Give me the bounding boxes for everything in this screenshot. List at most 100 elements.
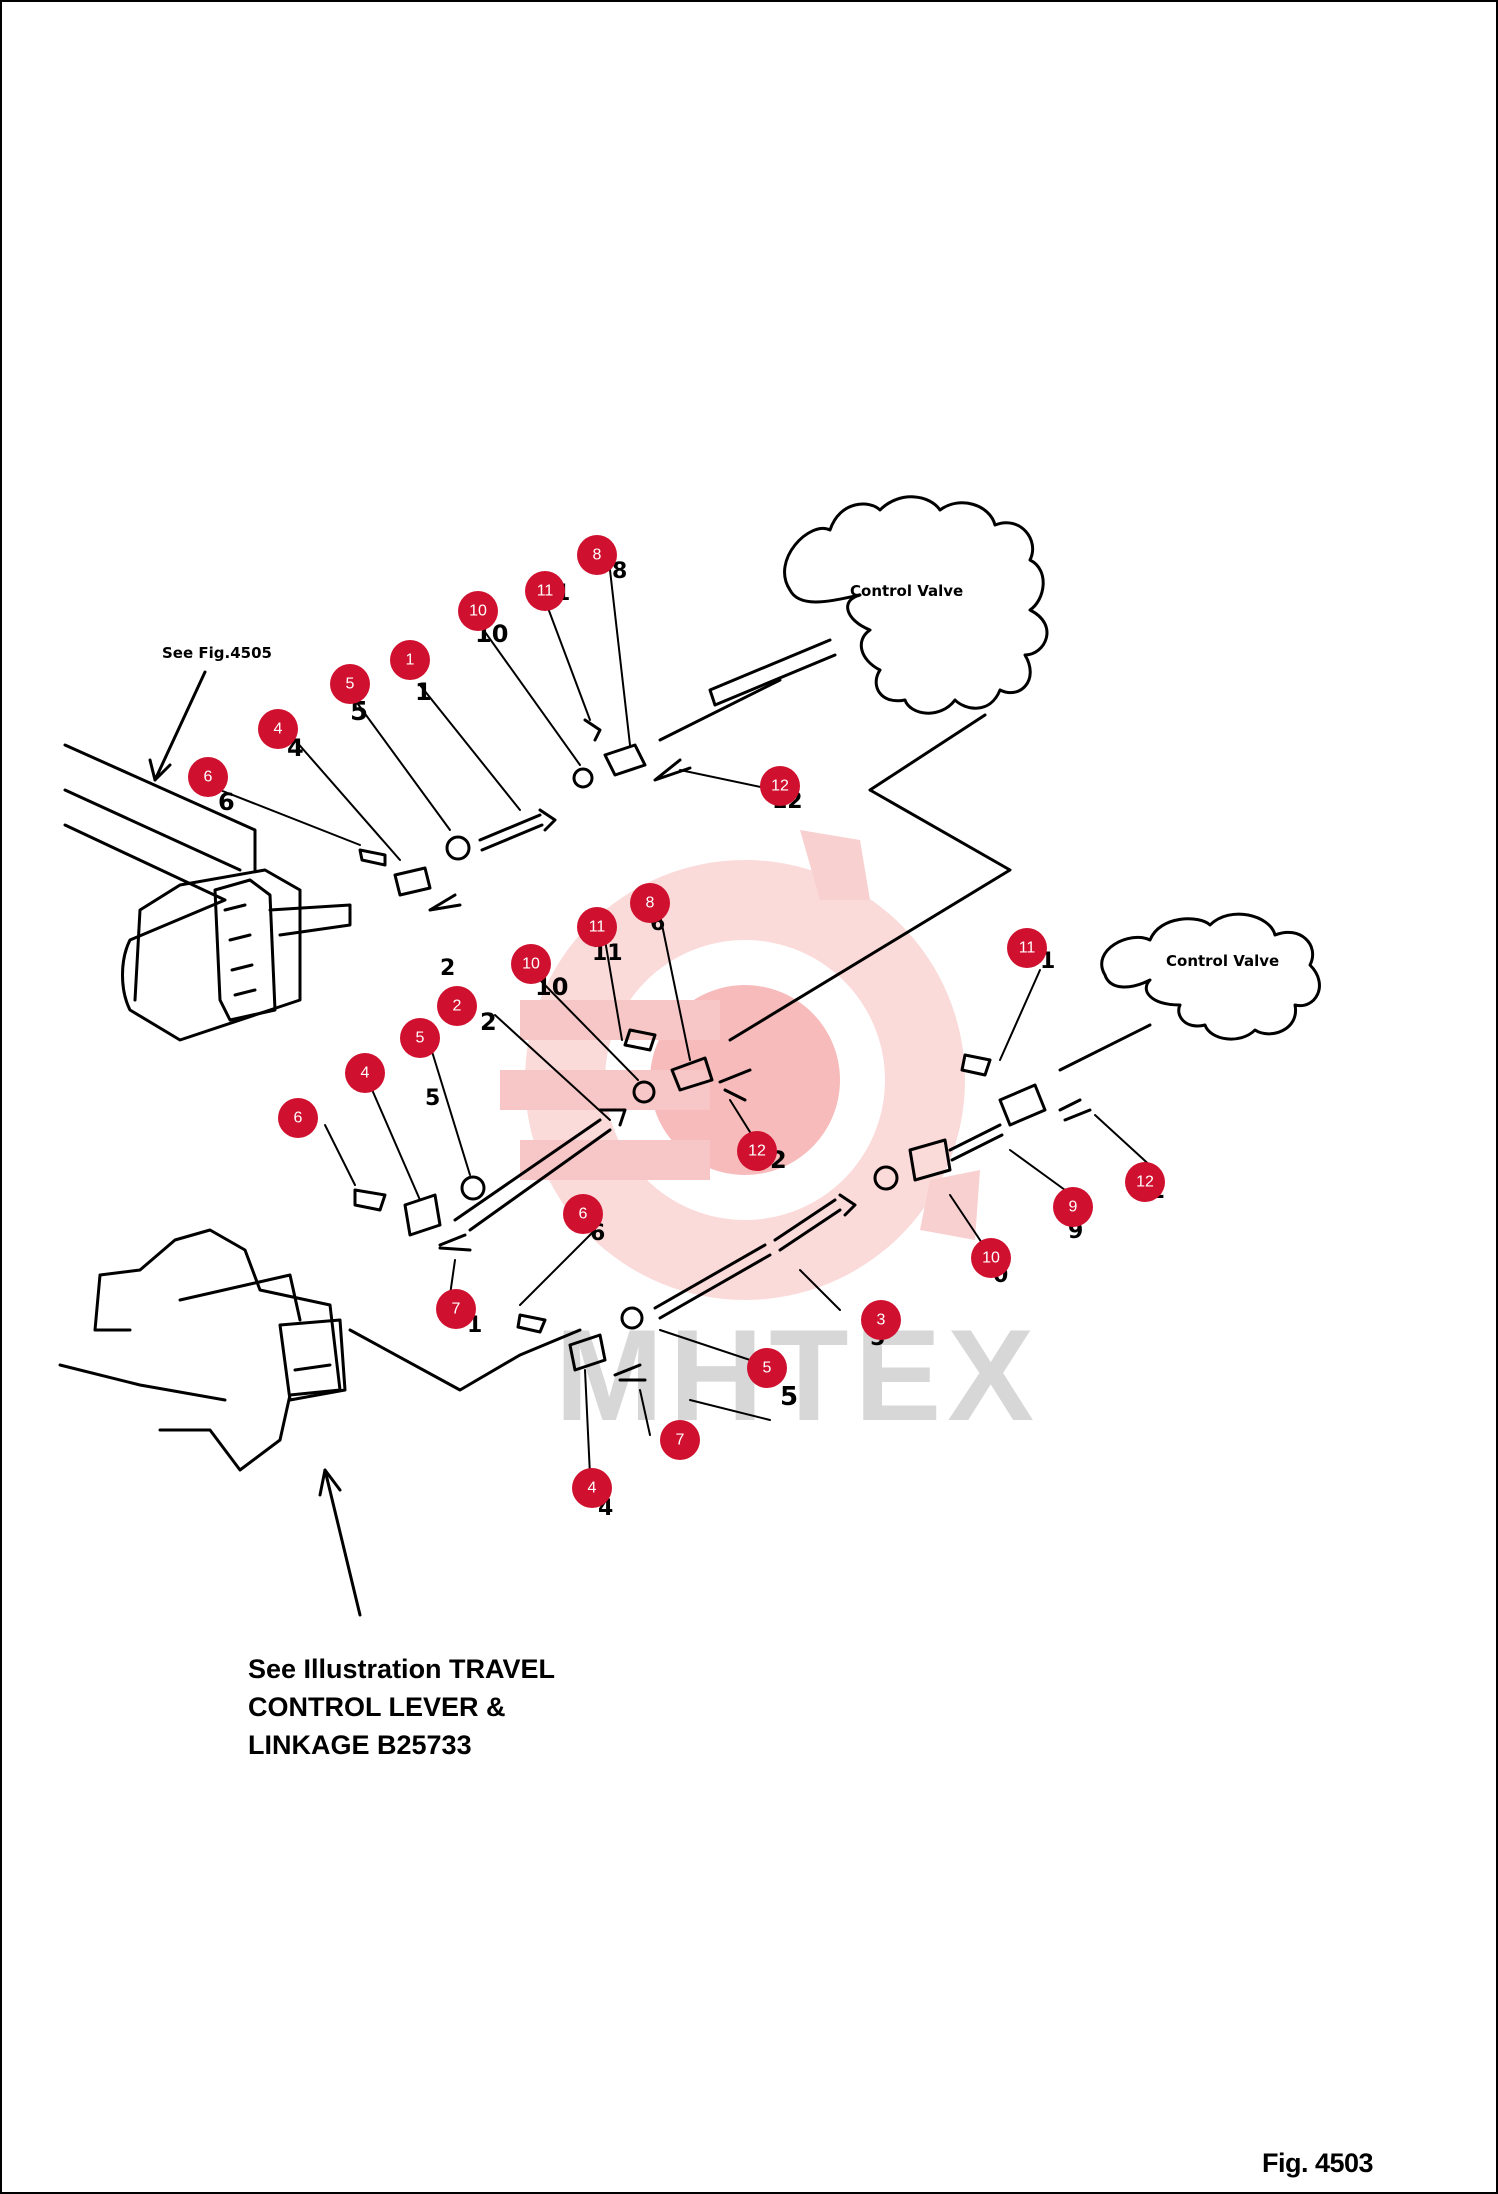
control-valve-label-lower: Control Valve — [1166, 952, 1279, 970]
watermark-logo — [500, 830, 980, 1300]
row1-clevis — [393, 866, 432, 897]
callout-11-b: 11 — [577, 907, 617, 947]
svg-text:5: 5 — [763, 1360, 772, 1377]
row1-pin — [358, 848, 387, 867]
callout-4-b: 4 — [345, 1053, 385, 1093]
callout-12-a: 12 — [760, 766, 800, 806]
svg-text:4: 4 — [588, 1480, 597, 1497]
callout-7-b: 7 — [660, 1420, 700, 1460]
row2-nut-10 — [632, 1080, 656, 1104]
svg-text:6: 6 — [294, 1110, 303, 1127]
callout-2: 2 — [437, 986, 477, 1026]
lower-bracket — [278, 1318, 347, 1402]
row3-cotter-12 — [1058, 1098, 1092, 1122]
upper-bracket — [213, 878, 277, 1022]
row2-clevis-4 — [403, 1193, 442, 1237]
control-valve-upper-stem — [708, 638, 837, 707]
row3-clevis-4 — [568, 1333, 607, 1372]
callout-11-a: 11 — [525, 571, 565, 611]
svg-text:12: 12 — [1136, 1174, 1154, 1191]
callout-4-c: 4 — [572, 1468, 612, 1508]
link-rod-upper — [728, 713, 1012, 1042]
callout-11-c: 11 — [1007, 928, 1047, 968]
callout-8-a: 8 — [577, 535, 617, 575]
row1-rod — [478, 808, 557, 852]
svg-text:4: 4 — [274, 721, 283, 738]
callout-4-a: 4 — [258, 709, 298, 749]
callout-12-b: 12 — [737, 1131, 777, 1171]
callout-12-c: 12 — [1125, 1162, 1165, 1202]
callout-5-a: 5 — [330, 664, 370, 704]
svg-text:2: 2 — [453, 998, 462, 1015]
row1-nut — [445, 835, 471, 861]
row2-clevis-8 — [670, 1056, 714, 1092]
figure-number: Fig. 4503 — [1262, 2148, 1374, 2178]
row3-rod-3 — [653, 1193, 857, 1320]
svg-text:1: 1 — [415, 678, 432, 706]
row1-nut-10 — [572, 767, 594, 789]
callout-6-b: 6 — [278, 1098, 318, 1138]
row2-cotter — [718, 1068, 752, 1102]
svg-text:8: 8 — [593, 547, 602, 564]
svg-text:7: 7 — [452, 1301, 461, 1318]
svg-text:10: 10 — [469, 603, 487, 620]
svg-text:6: 6 — [579, 1206, 588, 1223]
row1-link — [658, 678, 782, 742]
callout-3: 3 — [861, 1300, 901, 1340]
callout-5-b: 5 — [400, 1018, 440, 1058]
row3-clevis — [998, 1083, 1047, 1127]
svg-text:10: 10 — [982, 1250, 1000, 1267]
control-valve-label-upper: Control Valve — [850, 582, 963, 600]
callout-9: 9 — [1053, 1187, 1093, 1227]
row3-nut-10 — [873, 1165, 899, 1191]
row2-bolt-11 — [623, 1028, 657, 1052]
svg-text:2: 2 — [480, 1008, 497, 1036]
row3-nut-5 — [620, 1306, 644, 1330]
row2-nut-5 — [460, 1175, 486, 1201]
travel-note-line-3: LINKAGE B25733 — [248, 1730, 472, 1760]
svg-text:2: 2 — [440, 956, 455, 981]
svg-text:4: 4 — [361, 1065, 370, 1082]
row2-cotter-7 — [438, 1233, 472, 1252]
control-valve-lower-link — [1058, 1023, 1152, 1072]
svg-text:6: 6 — [204, 769, 213, 786]
svg-text:9: 9 — [1069, 1199, 1078, 1216]
row3-turnbuckle-9 — [908, 1123, 1004, 1182]
see-fig-note: See Fig.4505 — [162, 644, 272, 662]
svg-text:5: 5 — [416, 1030, 425, 1047]
row3-pin-6 — [516, 1313, 547, 1334]
row2-pin-6 — [353, 1188, 387, 1212]
svg-text:5: 5 — [346, 676, 355, 693]
see-fig-arrow — [148, 670, 207, 782]
callout-1-a: 1 — [390, 640, 430, 680]
leader-lines — [219, 569, 1156, 1476]
svg-text:8: 8 — [646, 895, 655, 912]
svg-text:1: 1 — [406, 652, 415, 669]
row2-rod — [453, 1108, 627, 1232]
control-valve-upper-outline — [783, 495, 1049, 715]
svg-text:5: 5 — [780, 1382, 798, 1412]
callout-markers: 1 5 4 6 10 11 8 12 8 11 10 2 5 4 6 11 12… — [188, 535, 1165, 1508]
svg-text:11: 11 — [589, 919, 606, 936]
row1-clevis-8 — [603, 743, 647, 777]
svg-text:12: 12 — [748, 1143, 766, 1160]
travel-control-note: See Illustration TRAVEL CONTROL LEVER & … — [248, 1650, 555, 1764]
svg-text:7: 7 — [676, 1432, 685, 1449]
svg-text:6: 6 — [218, 788, 235, 816]
callout-10-c: 10 — [971, 1238, 1011, 1278]
svg-text:3: 3 — [877, 1312, 886, 1329]
watermark-text: MHTEX — [555, 1302, 1040, 1448]
svg-text:8: 8 — [612, 559, 627, 584]
svg-text:12: 12 — [771, 778, 789, 795]
svg-text:11: 11 — [1019, 940, 1036, 957]
svg-text:11: 11 — [537, 583, 554, 600]
callout-6-a: 6 — [188, 757, 228, 797]
callout-10-a: 10 — [458, 591, 498, 631]
lower-arrow — [318, 1468, 362, 1617]
travel-note-line-2: CONTROL LEVER & — [248, 1692, 506, 1722]
callout-10-b: 10 — [511, 944, 551, 984]
row1-cotter-lower — [428, 893, 462, 912]
row3-cotter-7 — [613, 1363, 647, 1382]
